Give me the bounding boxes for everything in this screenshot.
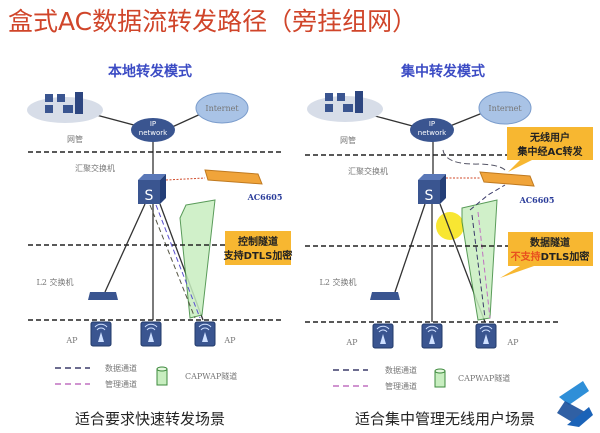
agg-switch-label: 汇聚交换机: [75, 163, 115, 173]
ap-icon: [421, 323, 443, 349]
svg-text:AP: AP: [65, 336, 78, 345]
svg-text:支持DTLS加密: 支持DTLS加密: [223, 249, 293, 262]
svg-text:network: network: [139, 129, 168, 137]
svg-text:L2 交换机: L2 交换机: [320, 277, 357, 287]
ap-icon: [90, 321, 112, 347]
highlight-marker: [436, 212, 464, 240]
svg-text:S: S: [425, 188, 434, 204]
svg-text:S: S: [145, 188, 154, 204]
svg-text:IP: IP: [150, 120, 156, 128]
page-title: 盒式AC数据流转发路径（旁挂组网）: [8, 7, 417, 36]
svg-text:IP: IP: [429, 120, 435, 128]
ap-icon: [140, 321, 162, 347]
svg-text:CAPWAP隧道: CAPWAP隧道: [458, 373, 510, 383]
central-caption: 适合集中管理无线用户场景: [355, 410, 535, 428]
ac-label: AC6605: [247, 192, 283, 202]
ap-icon: [372, 323, 394, 349]
l2-switch-icon: [88, 292, 118, 300]
svg-text:不支持DTLS加密: 不支持DTLS加密: [511, 250, 590, 263]
svg-text:无线用户: 无线用户: [529, 131, 570, 144]
capwap-tunnel: [179, 199, 216, 319]
svg-text:汇聚交换机: 汇聚交换机: [348, 166, 388, 176]
legend-mgmt-channel: 管理通道: [105, 379, 137, 389]
nms-servers-icon: [27, 92, 103, 123]
legend-capwap: CAPWAP隧道: [185, 371, 237, 381]
svg-text:AP: AP: [345, 338, 358, 347]
internet-cloud-icon: [195, 92, 249, 124]
nms-servers-icon: [307, 91, 383, 122]
svg-text:AC6605: AC6605: [519, 195, 555, 205]
local-mode-heading: 本地转发模式: [108, 63, 192, 80]
svg-text:AP: AP: [223, 336, 236, 345]
legend-data-channel: 数据通道: [105, 363, 137, 373]
ap-icon: [475, 323, 497, 349]
svg-text:Internet: Internet: [205, 104, 239, 113]
internet-cloud-icon: [478, 91, 532, 125]
centralized-forwarding-panel: 集中转发模式 网管 IP network Internet 无线用户 集中经AC…: [305, 63, 593, 428]
capwap-cylinder-icon: [156, 366, 168, 386]
ip-network-cloud-icon: [131, 118, 175, 142]
svg-text:数据隧道: 数据隧道: [530, 236, 570, 249]
svg-text:AP: AP: [506, 338, 519, 347]
local-forwarding-panel: 本地转发模式 网管 IP network Internet 汇聚交换机 S AC…: [27, 63, 292, 428]
capwap-tunnel: [461, 199, 498, 321]
local-caption: 适合要求快速转发场景: [75, 410, 225, 428]
control-tunnel-callout: [225, 231, 291, 265]
nms-label: 网管: [67, 134, 83, 144]
svg-text:管理通道: 管理通道: [385, 381, 417, 391]
data-tunnel-callout: [508, 232, 593, 266]
svg-text:Internet: Internet: [488, 104, 522, 113]
capwap-cylinder-icon: [434, 368, 446, 388]
ac6605-icon: [479, 171, 535, 187]
ac6605-icon: [204, 169, 263, 185]
central-forwarding-callout: [507, 127, 593, 160]
central-mode-heading: 集中转发模式: [400, 63, 485, 80]
l2-switch-label: L2 交换机: [37, 277, 74, 287]
svg-text:集中经AC转发: 集中经AC转发: [516, 145, 583, 158]
brand-logo: [557, 381, 593, 427]
svg-text:网管: 网管: [340, 135, 356, 145]
svg-text:控制隧道: 控制隧道: [238, 235, 278, 248]
ip-network-cloud-icon: [410, 118, 454, 142]
svg-text:数据通道: 数据通道: [385, 365, 417, 375]
ap-icon: [194, 321, 216, 347]
svg-text:network: network: [418, 129, 447, 137]
l2-switch-icon: [370, 292, 400, 300]
